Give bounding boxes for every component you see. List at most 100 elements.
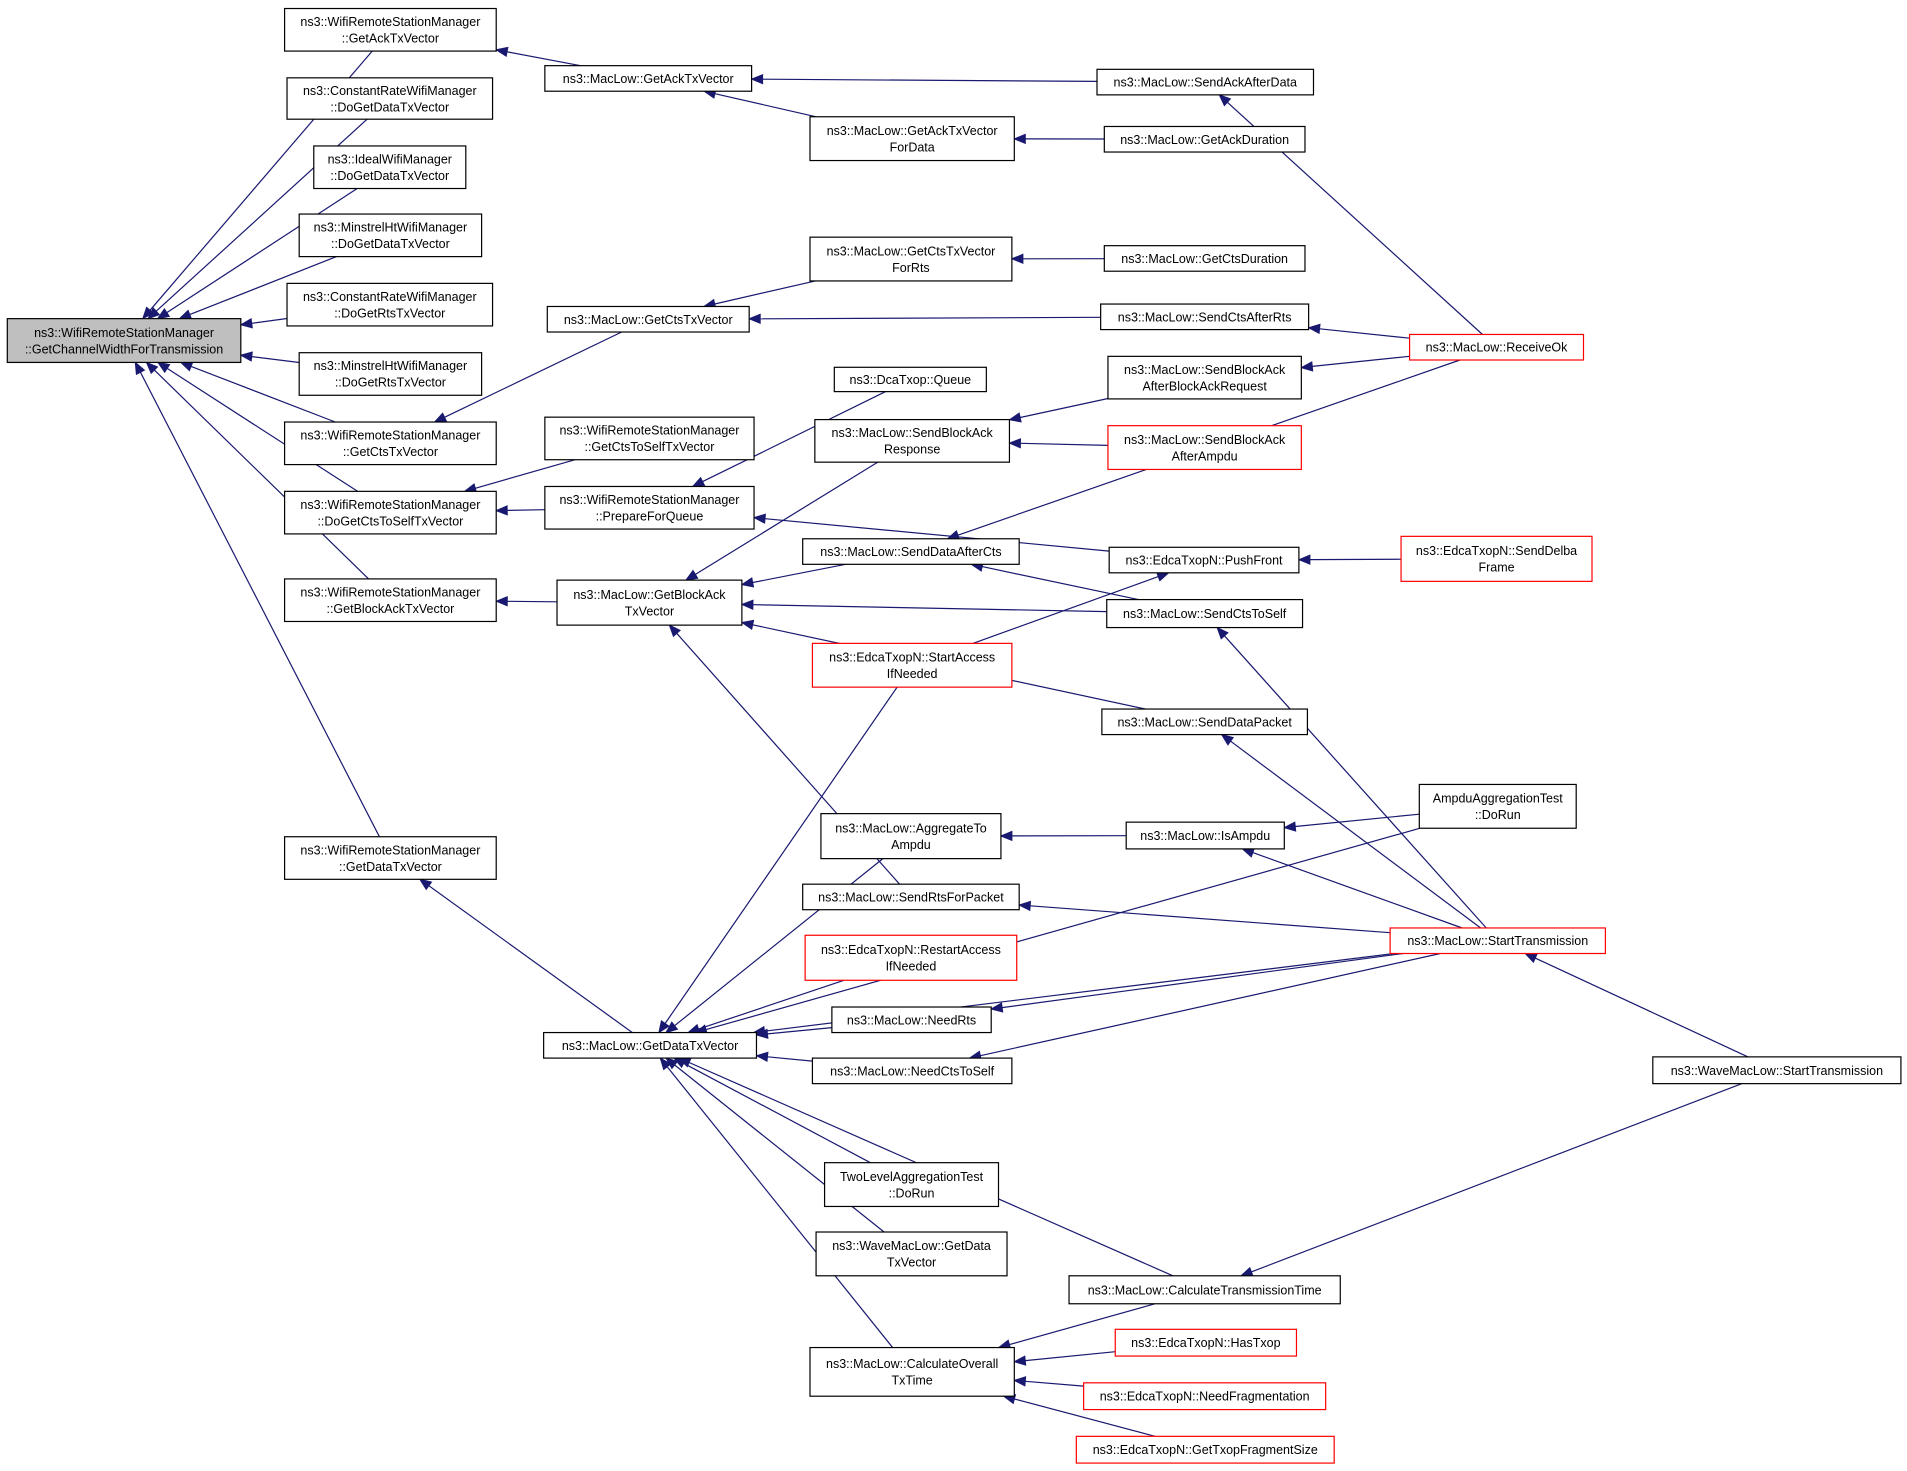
node-edca-needfrag[interactable]: ns3::EdcaTxopN::NeedFragmentation [1083, 1382, 1327, 1411]
node-wrsm-getctstoself[interactable]: ns3::WifiRemoteStationManager::GetCtsToS… [544, 416, 755, 461]
node-label: ns3::WifiRemoteStationManager [300, 15, 480, 29]
edge-arrowhead [752, 513, 766, 524]
node-label: ::GetAckTxVector [342, 32, 439, 46]
node-label: ::GetCtsTxVector [343, 445, 438, 459]
edge-arrowhead [668, 624, 681, 638]
node-ml-getcts[interactable]: ns3::MacLow::GetCtsTxVector [546, 305, 750, 333]
node-ml-sendctstoself[interactable]: ns3::MacLow::SendCtsToSelf [1106, 598, 1304, 629]
node-box [833, 366, 987, 393]
node-ampdu-dorun[interactable]: AmpduAggregationTest::DoRun [1418, 783, 1577, 829]
node-ml-sendblockackafterreq[interactable]: ns3::MacLow::SendBlockAckAfterBlockAckRe… [1107, 355, 1302, 400]
node-box [1106, 598, 1304, 629]
call-edge [760, 316, 1101, 320]
node-label: ns3::EdcaTxopN::RestartAccess [821, 943, 1001, 957]
node-box [1075, 1435, 1335, 1464]
call-edge [683, 1062, 871, 1164]
node-edca-pushfront[interactable]: ns3::EdcaTxopN::PushFront [1108, 546, 1300, 574]
node-label: TxTime [892, 1374, 933, 1388]
call-edge [764, 518, 1110, 552]
node-ml-getblockack[interactable]: ns3::MacLow::GetBlockAckTxVector [556, 579, 743, 626]
call-edge [428, 885, 633, 1034]
node-ml-getctsduration[interactable]: ns3::MacLow::GetCtsDuration [1103, 245, 1306, 272]
node-wml-starttx[interactable]: ns3::WaveMacLow::StartTransmission [1652, 1056, 1902, 1085]
call-edge [1224, 635, 1487, 929]
node-ml-getack[interactable]: ns3::MacLow::GetAckTxVector [544, 65, 753, 92]
node-ml-receiveok[interactable]: ns3::MacLow::ReceiveOk [1408, 333, 1585, 361]
node-ml-isampdu[interactable]: ns3::MacLow::IsAmpdu [1125, 821, 1285, 850]
call-edge [1251, 1083, 1743, 1273]
edge-arrowhead [691, 476, 706, 488]
node-label: ns3::WifiRemoteStationManager [559, 493, 739, 507]
node-label: ::DoGetDataTxVector [330, 100, 449, 114]
node-label: IfNeeded [886, 960, 937, 974]
node-ml-starttx[interactable]: ns3::MacLow::StartTransmission [1389, 927, 1606, 955]
node-box [815, 1231, 1008, 1277]
node-box [831, 1006, 992, 1034]
node-box [1108, 546, 1300, 574]
node-root[interactable]: ns3::WifiRemoteStationManager::GetChanne… [6, 318, 242, 364]
node-crwm-dogetrts[interactable]: ns3::ConstantRateWifiManager::DoGetRtsTx… [286, 282, 494, 327]
node-label: Ampdu [891, 838, 931, 852]
edge-arrowhead [239, 351, 253, 362]
node-label: AmpduAggregationTest [1433, 792, 1563, 806]
node-wrsm-getblockack[interactable]: ns3::WifiRemoteStationManager::GetBlockA… [283, 578, 497, 623]
node-label: ns3::ConstantRateWifiManager [303, 84, 477, 98]
node-wrsm-getcts[interactable]: ns3::WifiRemoteStationManager::GetCtsTxV… [283, 421, 497, 466]
node-ml-calctxtime[interactable]: ns3::MacLow::CalculateTransmissionTime [1068, 1275, 1341, 1305]
node-wml-getdata[interactable]: ns3::WaveMacLow::GetDataTxVector [815, 1231, 1008, 1277]
node-ml-sendctsafterrts[interactable]: ns3::MacLow::SendCtsAfterRts [1100, 303, 1310, 331]
node-box [313, 145, 467, 190]
call-edge [752, 604, 1107, 613]
node-ml-sendackafterdata[interactable]: ns3::MacLow::SendAckAfterData [1096, 68, 1315, 96]
node-crwm-dogetdata[interactable]: ns3::ConstantRateWifiManager::DoGetDataT… [286, 77, 494, 120]
node-ml-needrts[interactable]: ns3::MacLow::NeedRts [831, 1006, 992, 1034]
edge-arrowhead [989, 1002, 1004, 1013]
call-edge [1025, 1351, 1116, 1362]
node-label: ns3::MacLow::SendCtsAfterRts [1118, 310, 1292, 324]
node-ml-senddatapacket[interactable]: ns3::MacLow::SendDataPacket [1101, 708, 1309, 736]
node-ml-senddataaftercts[interactable]: ns3::MacLow::SendDataAfterCts [802, 538, 1020, 565]
node-box [811, 1057, 1013, 1085]
call-edge [752, 563, 846, 584]
node-wrsm-getdata[interactable]: ns3::WifiRemoteStationManager::GetDataTx… [283, 836, 497, 880]
node-iwm-dogetdata[interactable]: ns3::IdealWifiManager::DoGetDataTxVector [313, 145, 467, 190]
node-box [544, 65, 753, 92]
edge-arrowhead [747, 313, 761, 325]
node-label: ::DoGetRtsTxVector [334, 306, 445, 320]
node-box [823, 1162, 1000, 1208]
node-ml-getdata[interactable]: ns3::MacLow::GetDataTxVector [543, 1031, 758, 1059]
node-ml-getackduration[interactable]: ns3::MacLow::GetAckDuration [1103, 125, 1306, 153]
node-wrsm-prepare[interactable]: ns3::WifiRemoteStationManager::PrepareFo… [544, 485, 755, 530]
edge-arrowhead [141, 306, 155, 320]
node-twolevel-dorun[interactable]: TwoLevelAggregationTest::DoRun [823, 1162, 1000, 1208]
edge-arrowhead [740, 619, 755, 631]
call-edge [475, 459, 576, 489]
node-dca-queue[interactable]: ns3::DcaTxop::Queue [833, 366, 987, 393]
node-label: Response [884, 443, 940, 457]
edge-arrowhead [1239, 1266, 1254, 1277]
node-mhwm-dogetrts[interactable]: ns3::MinstrelHtWifiManager::DoGetRtsTxVe… [298, 352, 483, 396]
node-mhwm-dogetdata[interactable]: ns3::MinstrelHtWifiManager::DoGetDataTxV… [298, 213, 483, 258]
node-wrsm-getack[interactable]: ns3::WifiRemoteStationManager::GetAckTxV… [283, 7, 497, 52]
node-wrsm-dogetctstoself[interactable]: ns3::WifiRemoteStationManager::DoGetCtsT… [283, 490, 497, 535]
node-ml-sendrtsforpacket[interactable]: ns3::MacLow::SendRtsForPacket [802, 883, 1020, 911]
node-edca-gettxopfrag[interactable]: ns3::EdcaTxopN::GetTxopFragmentSize [1075, 1435, 1335, 1464]
edge-arrowhead [1017, 900, 1032, 912]
node-label: ns3::MacLow::GetAckTxVector [563, 72, 734, 86]
node-edca-hastxop[interactable]: ns3::EdcaTxopN::HasTxop [1114, 1328, 1298, 1357]
node-box [1083, 1382, 1327, 1411]
node-label: ns3::MacLow::GetCtsTxVector [564, 313, 733, 327]
node-box [809, 1346, 1015, 1397]
node-label: ns3::MacLow::GetAckTxVector [827, 124, 998, 138]
node-label: ns3::ConstantRateWifiManager [303, 290, 477, 304]
node-ml-needctstoself[interactable]: ns3::MacLow::NeedCtsToSelf [811, 1057, 1013, 1085]
